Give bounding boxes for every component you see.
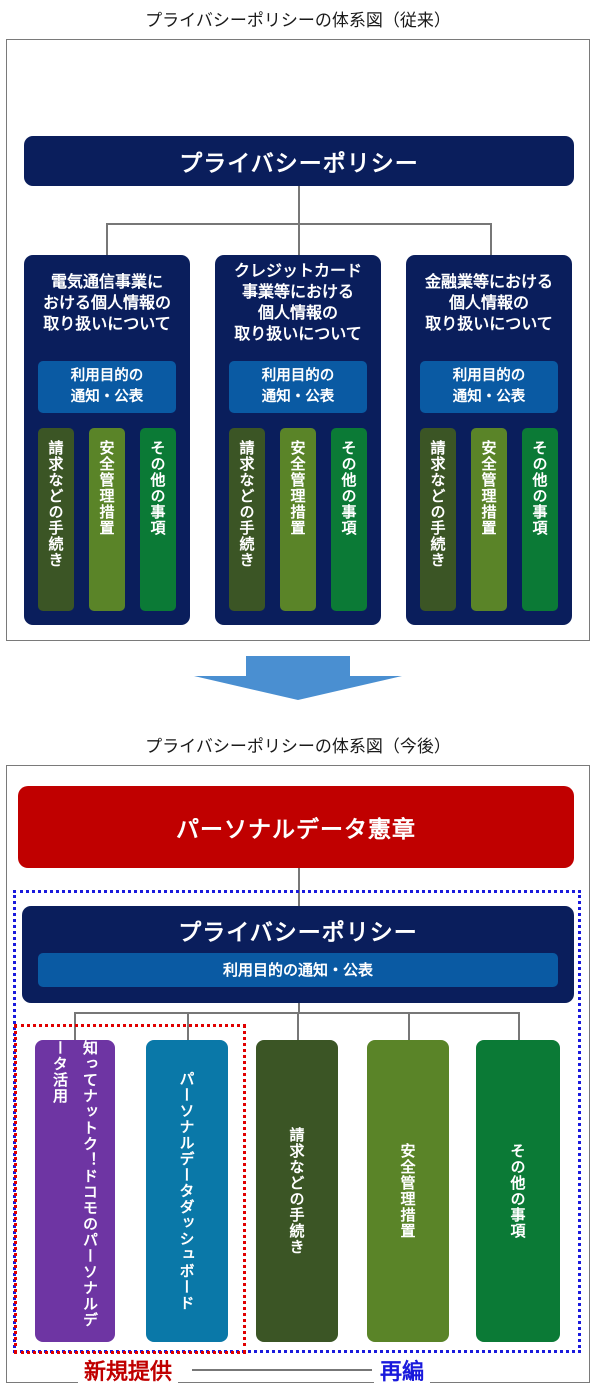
connector xyxy=(298,223,300,255)
personal-data-charter-box: パーソナルデータ憲章 xyxy=(18,786,574,868)
connector xyxy=(408,1012,410,1040)
purpose-box: 利用目的の通知・公表 xyxy=(38,953,558,987)
procedure-bar: 請求などの手続き xyxy=(420,428,456,611)
top-column-telecom: 電気通信事業に おける個人情報の 取り扱いについて 利用目的の 通知・公表 請求… xyxy=(24,255,190,625)
connector xyxy=(298,186,300,224)
connector xyxy=(298,1003,300,1013)
purpose-box: 利用目的の 通知・公表 xyxy=(38,361,176,413)
column-heading: クレジットカード 事業等における 個人情報の 取り扱いについて xyxy=(233,261,362,343)
personal-data-dashboard-bar: パーソナルデータダッシュボード xyxy=(146,1040,228,1342)
connector xyxy=(518,1012,520,1040)
purpose-box: 利用目的の 通知・公表 xyxy=(229,361,367,413)
policy-title: プライバシーポリシー xyxy=(178,920,418,946)
bottom-policy-box: プライバシーポリシー 利用目的の通知・公表 xyxy=(22,906,574,1003)
procedure-bar: 請求などの手続き xyxy=(229,428,265,611)
connector xyxy=(490,223,492,255)
down-arrow-icon xyxy=(194,656,402,700)
connector xyxy=(298,868,300,906)
top-column-credit: クレジットカード 事業等における 個人情報の 取り扱いについて 利用目的の 通知… xyxy=(215,255,381,625)
other-bar: その他の事項 xyxy=(522,428,558,611)
other-bar: その他の事項 xyxy=(140,428,176,611)
purpose-box: 利用目的の 通知・公表 xyxy=(420,361,558,413)
top-policy-box: プライバシーポリシー xyxy=(24,136,574,186)
security-bar: 安全管理措置 xyxy=(89,428,125,611)
connector xyxy=(297,1012,299,1040)
procedure-bar: 請求などの手続き xyxy=(256,1040,338,1342)
other-bar: その他の事項 xyxy=(476,1040,560,1342)
reorganized-label: 再編 xyxy=(374,1354,431,1386)
new-services-label: 新規提供 xyxy=(78,1354,179,1386)
security-bar: 安全管理措置 xyxy=(280,428,316,611)
bottom-caption: プライバシーポリシーの体系図（今後） xyxy=(145,737,451,757)
new-services-outline xyxy=(14,1024,246,1354)
connector xyxy=(106,223,108,255)
docomo-personal-data-usage-bar: 知ってナットク！ドコモのパーソナルデータ活用 xyxy=(35,1040,115,1342)
procedure-bar: 請求などの手続き xyxy=(38,428,74,611)
column-heading: 電気通信事業に おける個人情報の 取り扱いについて xyxy=(42,272,171,333)
security-bar: 安全管理措置 xyxy=(471,428,507,611)
top-column-finance: 金融業等における 個人情報の 取り扱いについて 利用目的の 通知・公表 請求など… xyxy=(406,255,572,625)
security-bar: 安全管理措置 xyxy=(367,1040,449,1342)
other-bar: その他の事項 xyxy=(331,428,367,611)
label-divider xyxy=(192,1369,372,1371)
top-caption: プライバシーポリシーの体系図（従来） xyxy=(145,11,451,31)
column-heading: 金融業等における 個人情報の 取り扱いについて xyxy=(424,272,553,333)
